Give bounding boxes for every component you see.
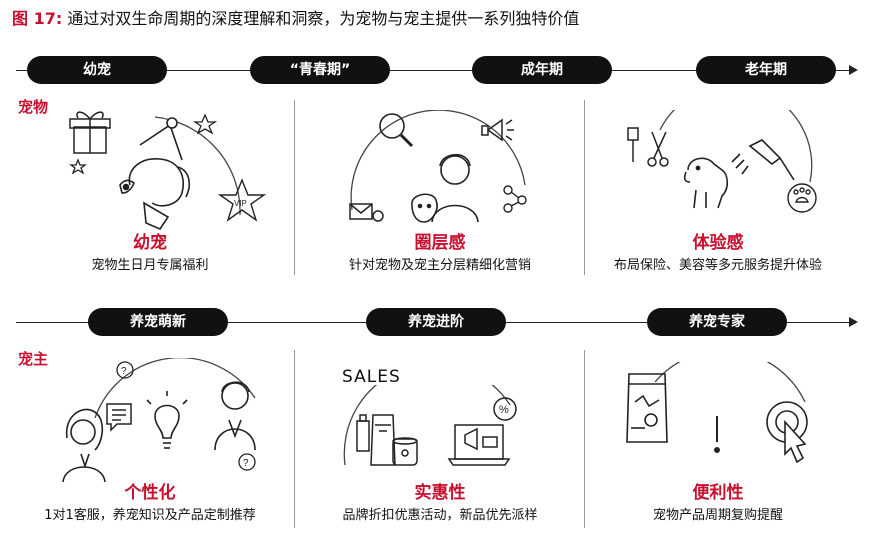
divider	[294, 350, 295, 528]
consult-illustration: ? ?	[62, 358, 256, 483]
puppy-illustration: VIP	[69, 111, 267, 230]
feature-desc: 宠物产品周期复购提醒	[652, 508, 783, 523]
lightbulb-icon	[146, 391, 188, 449]
tap-target-icon	[766, 401, 808, 464]
owner-feature-personalized: 个性化 1对1客服，养宠知识及产品定制推荐	[5, 482, 295, 526]
feature-desc: 布局保险、美容等多元服务提升体验	[613, 258, 822, 273]
divider	[584, 350, 585, 528]
promo-laptop-icon: %	[447, 397, 517, 466]
pet-food-products-icon	[356, 414, 418, 466]
circle-illustration	[349, 110, 527, 223]
gift-icon	[69, 111, 111, 154]
owner-feature-value: 实惠性 品牌折扣优惠活动，新品优先派样	[295, 482, 585, 526]
divider	[584, 100, 585, 275]
arc	[654, 362, 806, 403]
vip-star-icon: VIP	[217, 178, 267, 222]
divider	[294, 100, 295, 275]
feature-name: 便利性	[692, 483, 744, 503]
owner-feature-convenience: 便利性 宠物产品周期复购提醒	[573, 482, 863, 526]
magnifier-icon	[379, 113, 414, 148]
mail-icon	[349, 203, 384, 222]
owner-stage-expert: 养宠专家	[647, 308, 787, 336]
owner-with-dog-icon	[411, 153, 479, 223]
vip-text: VIP	[234, 199, 247, 208]
pet-stage-adolescence: “青春期”	[250, 56, 390, 84]
feature-desc: 针对宠物及宠主分层精细化营销	[348, 258, 531, 273]
puppy-party-hat-icon	[119, 117, 191, 230]
pet-feature-circle: 圈层感 针对宠物及宠主分层精细化营销	[295, 232, 585, 276]
feature-name: 体验感	[692, 233, 744, 253]
percent-text: %	[499, 404, 509, 416]
arc	[350, 110, 526, 211]
pet-stage-senior: 老年期	[696, 56, 836, 84]
feature-desc: 宠物生日月专属福利	[91, 258, 209, 273]
figure-title: 图 17: 通过对双生命周期的深度理解和洞察，为宠物与宠主提供一系列独特价值	[12, 8, 579, 30]
figure-label: 图 17:	[12, 9, 63, 28]
share-icon	[503, 185, 527, 213]
arc	[94, 358, 256, 419]
svg-text:?: ?	[243, 458, 249, 469]
grooming-tools-icon	[627, 127, 669, 167]
owner-row-label: 宠主	[18, 350, 49, 368]
reminder-illustration	[626, 362, 808, 464]
question-icon: ? ?	[116, 361, 256, 471]
woman-avatar-icon	[62, 408, 106, 483]
feature-name: 实惠性	[414, 483, 466, 503]
grooming-illustration	[627, 110, 817, 213]
owner-stage-advanced: 养宠进阶	[366, 308, 506, 336]
promo-illustration: %	[343, 385, 517, 466]
sales-label: SALES	[342, 367, 401, 387]
pet-feature-experience: 体验感 布局保险、美容等多元服务提升体验	[573, 232, 863, 276]
star-icon	[69, 113, 218, 175]
svg-text:?: ?	[121, 366, 127, 377]
feature-name: 圈层感	[414, 233, 466, 253]
paw-badge-icon	[787, 183, 817, 213]
arc	[659, 110, 813, 183]
pet-timeline	[16, 65, 858, 75]
feature-name: 个性化	[124, 483, 176, 503]
chat-bubble-icon	[106, 403, 132, 432]
owner-stage-novice: 养宠萌新	[88, 308, 228, 336]
pet-feature-puppy: 幼宠 宠物生日月专属福利	[5, 232, 295, 276]
man-avatar-icon	[214, 381, 256, 451]
figure-title-text: 通过对双生命周期的深度理解和洞察，为宠物与宠主提供一系列独特价值	[67, 9, 580, 28]
feature-desc: 1对1客服，养宠知识及产品定制推荐	[44, 508, 256, 523]
megaphone-icon	[481, 118, 514, 142]
pet-stage-puppy: 幼宠	[27, 56, 167, 84]
food-bag-icon	[626, 373, 668, 443]
feature-name: 幼宠	[133, 233, 167, 253]
pet-row-label: 宠物	[18, 98, 49, 116]
dog-shower-icon	[683, 139, 795, 209]
exclamation-icon	[714, 416, 720, 453]
arc	[343, 385, 511, 466]
feature-desc: 品牌折扣优惠活动，新品优先派样	[342, 508, 538, 523]
pet-stage-adult: 成年期	[472, 56, 612, 84]
